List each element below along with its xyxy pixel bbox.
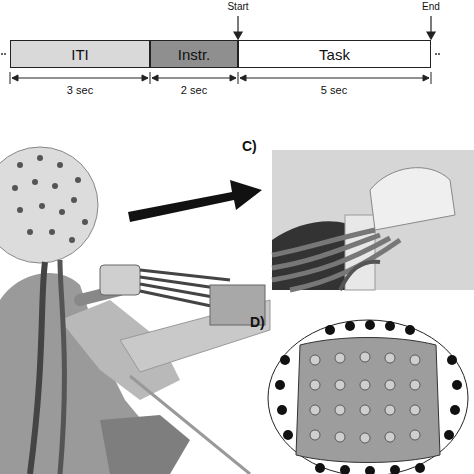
device-photo: [272, 150, 474, 290]
duration-label: 3 sec: [67, 84, 93, 96]
zoom-arrow: [128, 180, 262, 222]
electrode-map: [268, 320, 468, 474]
task-box: Task: [238, 40, 431, 68]
event-label: Start: [227, 1, 248, 12]
instruction-box: Instr.: [150, 40, 238, 68]
event-label: End: [422, 1, 440, 12]
panel-letter: C): [242, 138, 257, 154]
phase-label: Instr.: [178, 46, 211, 63]
subject-photo: [0, 147, 270, 474]
duration-label: 5 sec: [321, 84, 347, 96]
duration-arrows: [10, 72, 431, 84]
iti-box: ITI: [10, 40, 150, 68]
duration-label: 2 sec: [181, 84, 207, 96]
panel-letter: D): [250, 314, 265, 330]
phase-label: ITI: [71, 46, 89, 63]
event-markers: [234, 16, 435, 39]
phase-label: Task: [319, 46, 350, 63]
